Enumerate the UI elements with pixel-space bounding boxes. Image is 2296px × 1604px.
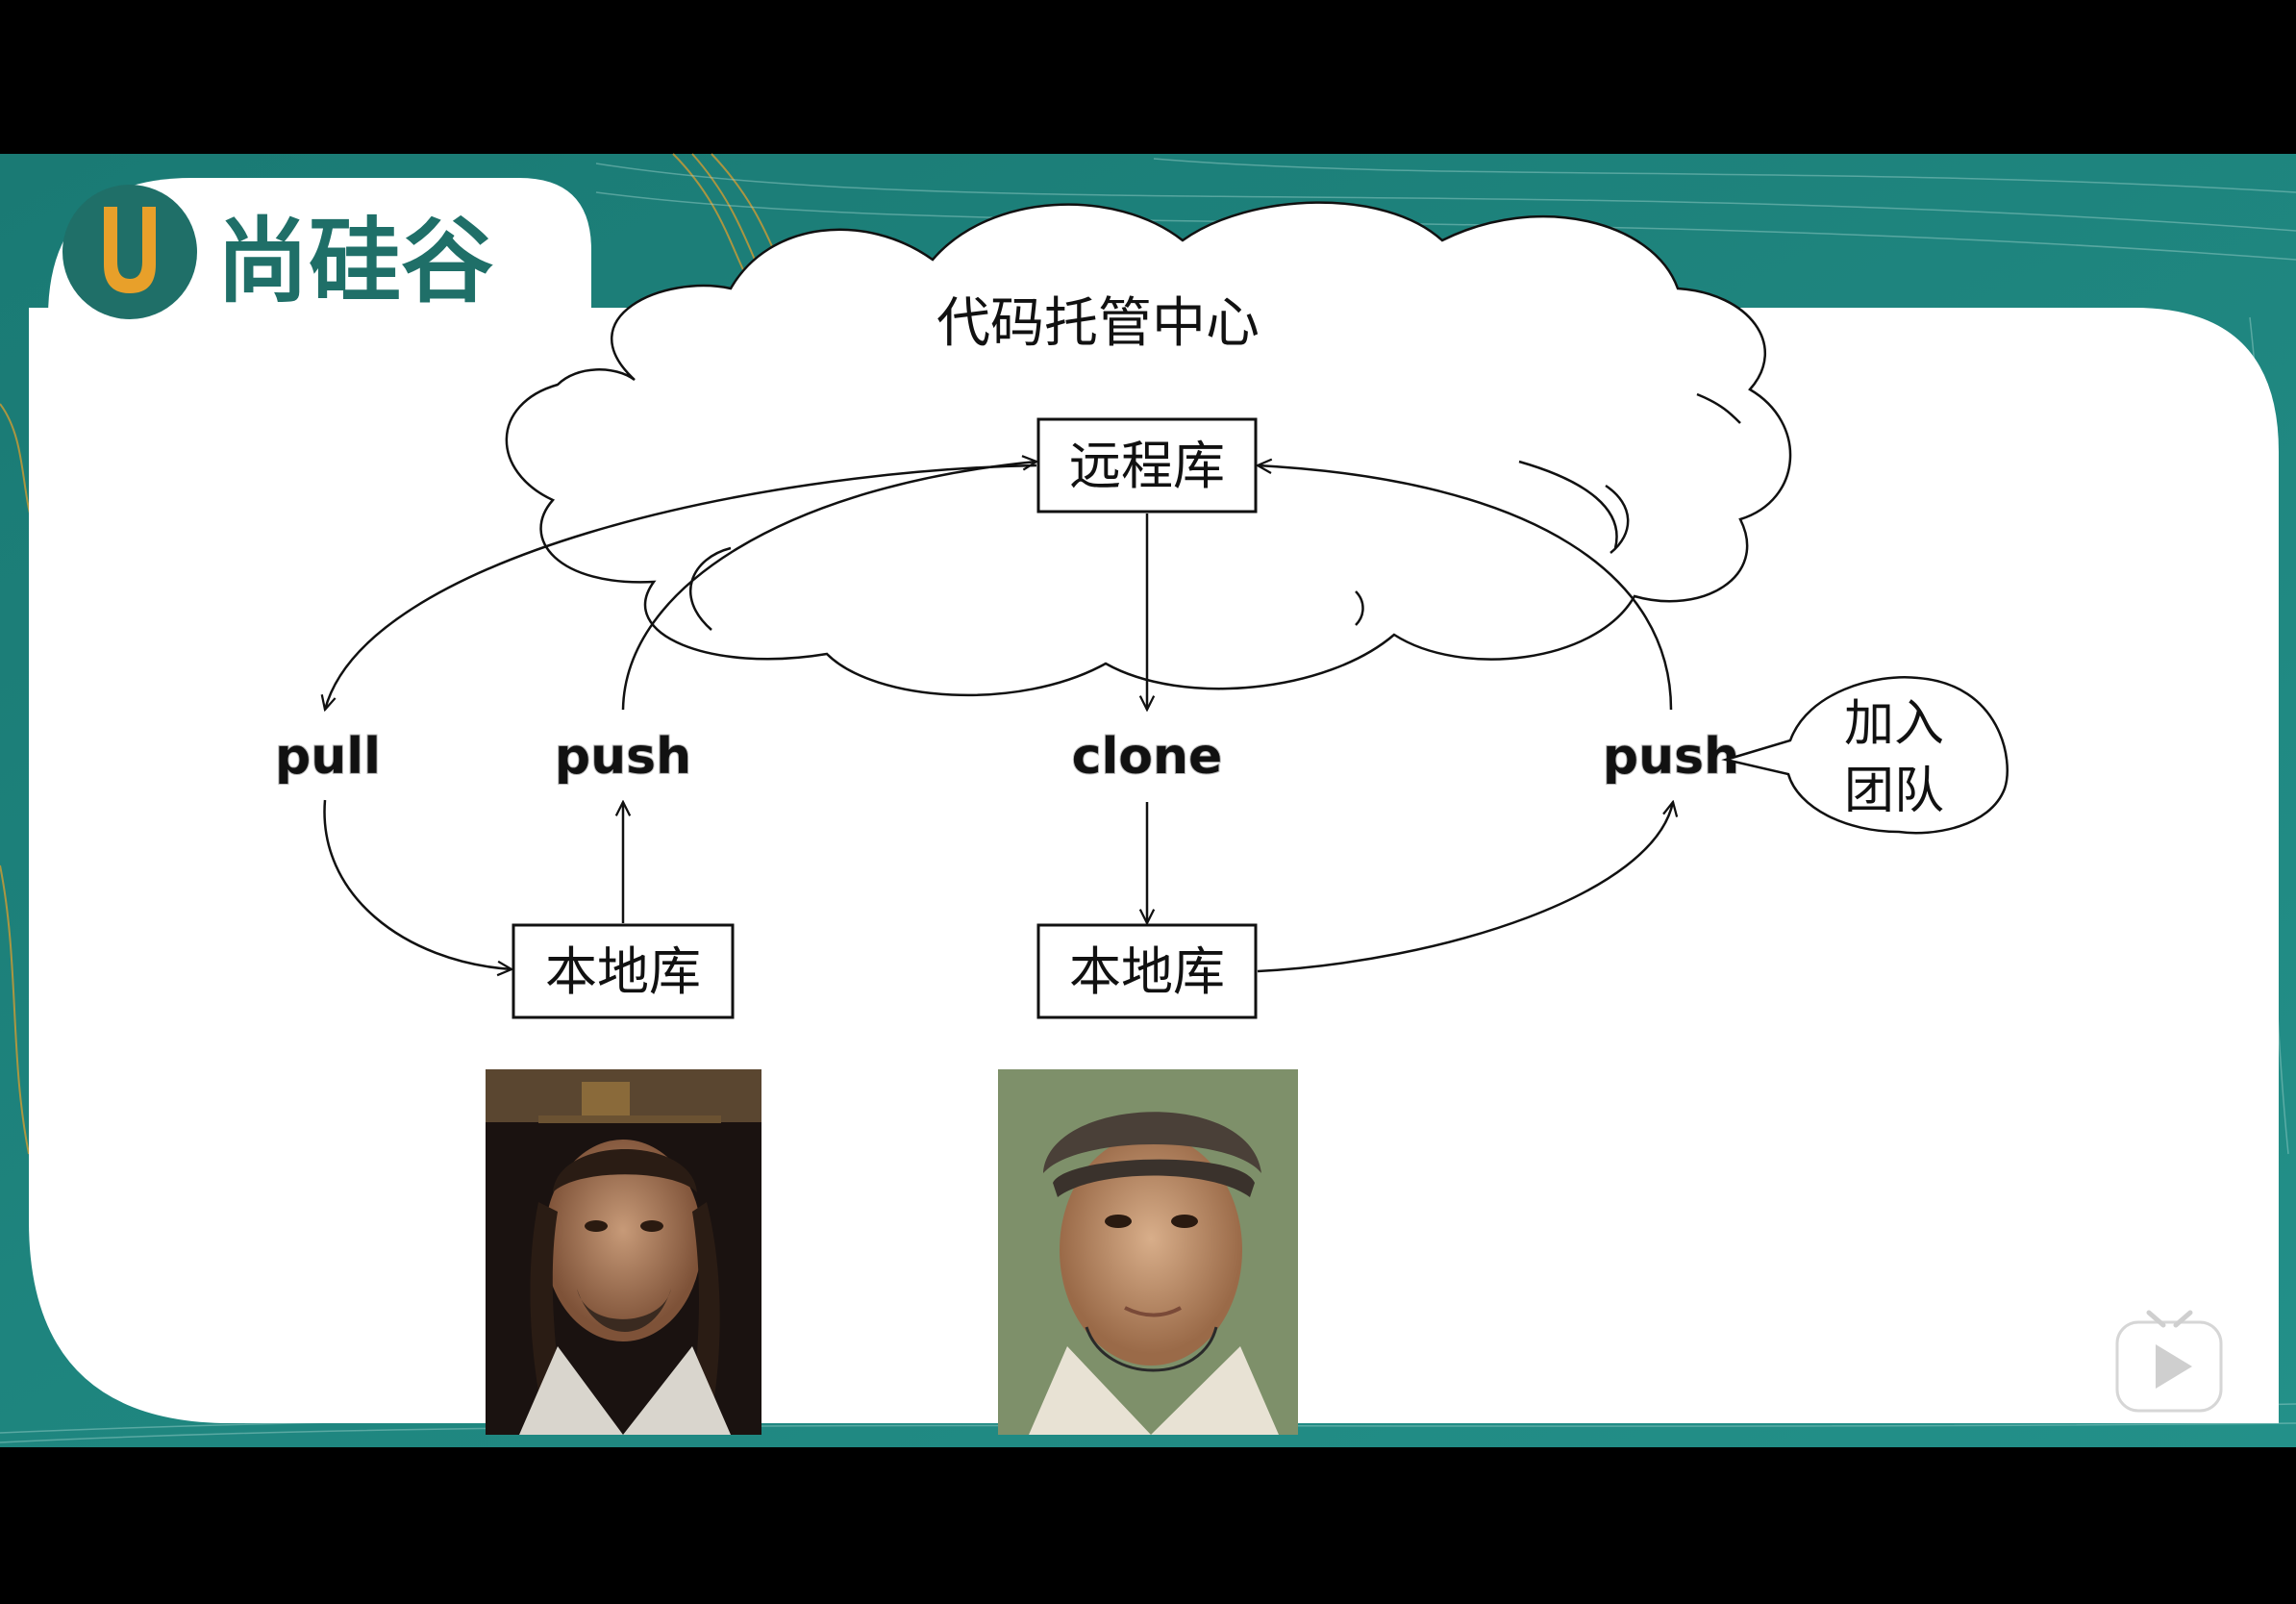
remote-repo-box: 远程库 [1036, 417, 1258, 514]
arrow-push-left-to-remote [621, 462, 1036, 711]
cloud-title: 代码托管中心 [936, 292, 1260, 355]
op-clone: clone [1072, 728, 1223, 786]
arrow-pull-to-local [323, 799, 512, 969]
local-repo-box-right: 本地库 [1036, 923, 1258, 1019]
logo: U 尚硅谷 [48, 178, 591, 319]
logo-text: 尚硅谷 [216, 208, 493, 315]
op-pull: pull [275, 728, 381, 786]
portrait-left [486, 1069, 761, 1435]
join-team-callout: 加入 团队 [1721, 676, 2009, 835]
op-push-right: push [1603, 728, 1739, 786]
local-repo-label-right: 本地库 [1069, 941, 1225, 1002]
local-repo-box-left: 本地库 [512, 923, 735, 1019]
callout-line-1: 加入 [1844, 695, 1944, 753]
arrow-local-to-push-right [1257, 802, 1673, 973]
callout-line-2: 团队 [1844, 763, 1944, 820]
remote-repo-label: 远程库 [1069, 436, 1225, 496]
arrow-push-right-to-remote [1258, 465, 1673, 711]
op-push-left: push [555, 728, 691, 786]
play-icon[interactable] [2115, 1310, 2223, 1413]
portrait-right [998, 1069, 1298, 1435]
arrow-remote-to-pull [325, 464, 1037, 710]
local-repo-label-left: 本地库 [545, 941, 701, 1002]
